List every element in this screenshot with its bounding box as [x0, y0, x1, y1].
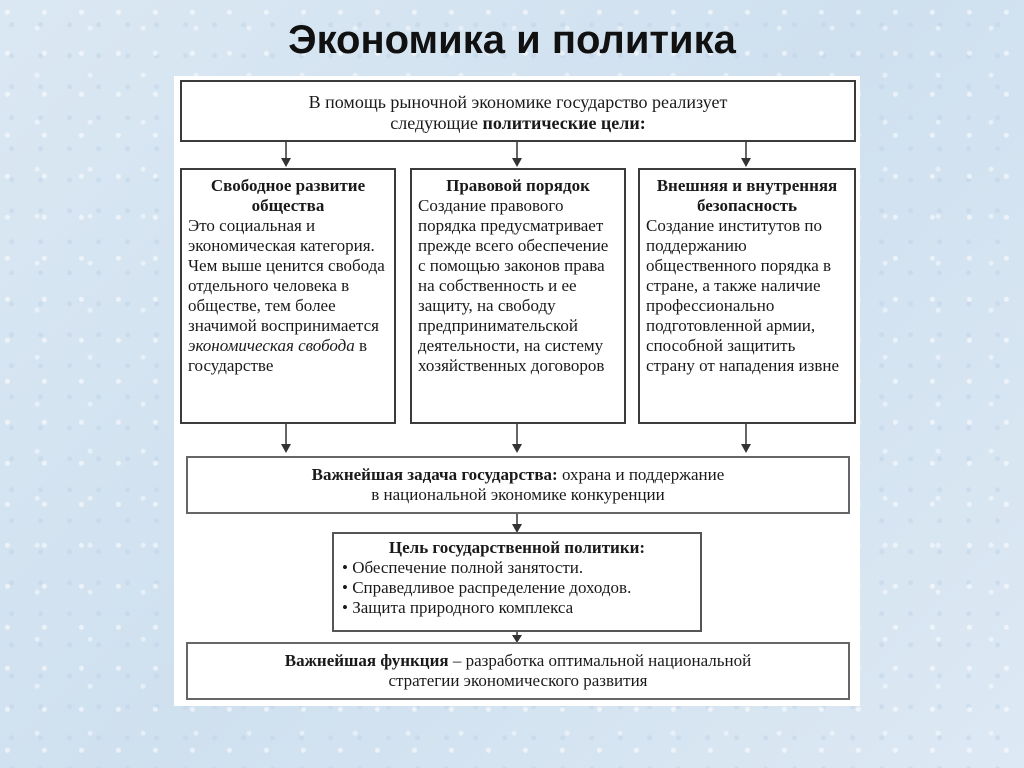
column-security: Внешняя и внутренняя безопасность Создан… [638, 168, 856, 424]
arrow-down-icon [281, 424, 291, 453]
function-box-line2: стратегии экономического развития [388, 671, 648, 690]
column-text: Это социальная и экономическая категория… [182, 216, 394, 376]
diagram-panel: В помощь рыночной экономике государство … [174, 76, 860, 706]
function-box-bold: Важнейшая функция [284, 651, 449, 670]
arrow-down-icon [512, 514, 522, 533]
function-box: Важнейшая функция – разработка оптимальн… [186, 642, 850, 700]
column-text-plain: Это социальная и экономическая категория… [188, 216, 385, 335]
column-text-after: в государстве [188, 336, 368, 375]
arrow-down-icon [281, 142, 291, 167]
task-box-bold: Важнейшая задача государства: [311, 465, 558, 484]
column-heading: Правовой порядок [446, 176, 590, 195]
arrow-down-icon [512, 142, 522, 167]
slide-title: Экономика и политика [288, 18, 736, 62]
top-box-line2-prefix: следующие [390, 113, 483, 133]
list-item: Справедливое распределение доходов. [342, 578, 700, 598]
column-text: Создание правового порядка предусматрива… [418, 196, 609, 375]
arrow-down-icon [741, 424, 751, 453]
column-text-italic: экономическая свобода [188, 336, 355, 355]
column-heading: Внешняя и внутренняя безопасность [656, 176, 838, 215]
column-legal-order: Правовой порядок Создание правового поря… [410, 168, 626, 424]
policy-box: Цель государственной политики: Обеспечен… [332, 532, 702, 632]
list-item: Обеспечение полной занятости. [342, 558, 700, 578]
task-box-line2: в национальной экономике конкуренции [371, 485, 665, 504]
arrow-down-icon [512, 424, 522, 453]
column-text: Создание институтов по поддержанию общес… [646, 216, 840, 375]
top-box-line2-bold: политические цели: [482, 113, 646, 133]
policy-list: Обеспечение полной занятости. Справедлив… [334, 558, 700, 618]
task-box-rest: охрана и поддержание [557, 465, 725, 484]
function-box-rest: – разработка оптимальной национальной [448, 651, 752, 670]
column-free-society: Свободное развитие общества Это социальн… [180, 168, 396, 424]
arrow-down-icon [512, 632, 522, 643]
task-box-line1: Важнейшая задача государства: охрана и п… [188, 465, 848, 485]
top-box-line2: следующие политические цели: [182, 113, 854, 134]
column-heading: Свободное развитие общества [210, 176, 366, 215]
top-box: В помощь рыночной экономике государство … [180, 80, 856, 142]
arrow-down-icon [741, 142, 751, 167]
task-box: Важнейшая задача государства: охрана и п… [186, 456, 850, 514]
policy-heading: Цель государственной политики: [388, 538, 646, 557]
list-item: Защита природного комплекса [342, 598, 700, 618]
function-box-line1: Важнейшая функция – разработка оптимальн… [188, 651, 848, 671]
top-box-line1: В помощь рыночной экономике государство … [308, 92, 728, 112]
